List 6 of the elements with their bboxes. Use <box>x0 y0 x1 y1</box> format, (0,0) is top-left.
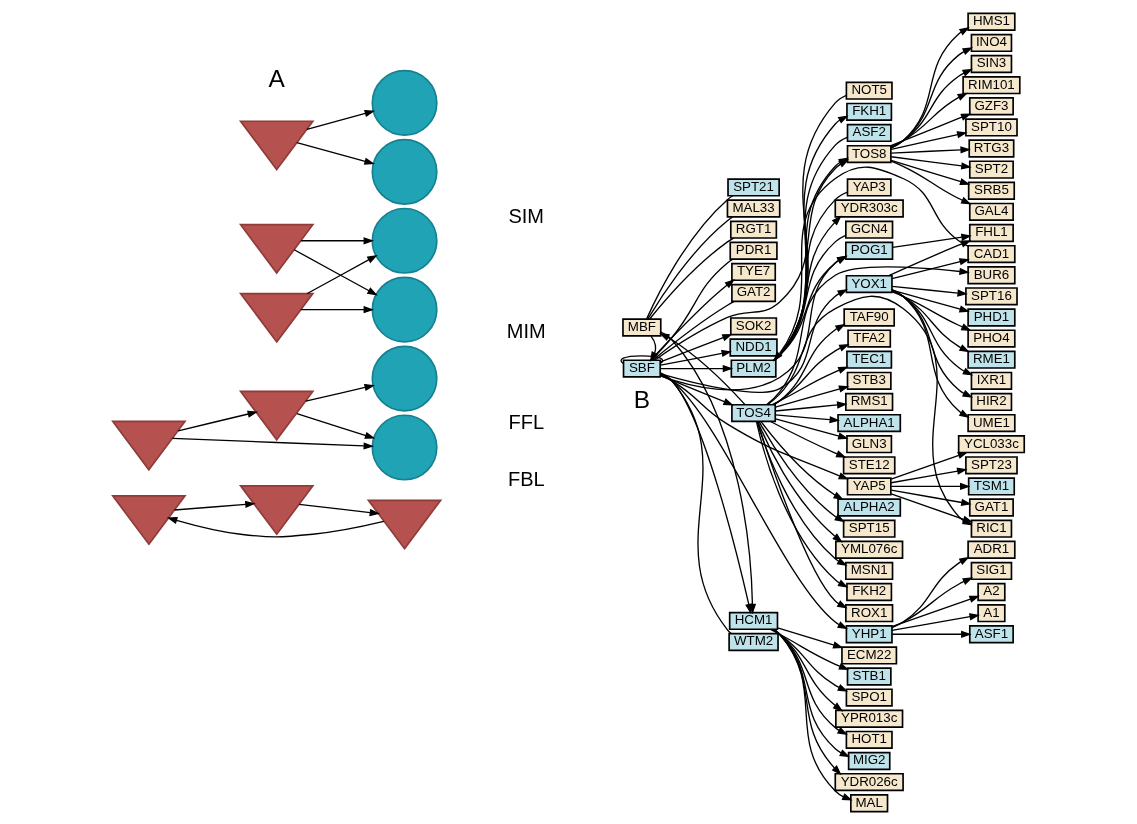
label: FFL <box>508 410 545 433</box>
label: MIM <box>506 319 546 342</box>
label: B <box>633 385 651 413</box>
label: SIM <box>508 204 545 227</box>
label: FBL <box>507 467 545 490</box>
label: A <box>268 64 285 92</box>
